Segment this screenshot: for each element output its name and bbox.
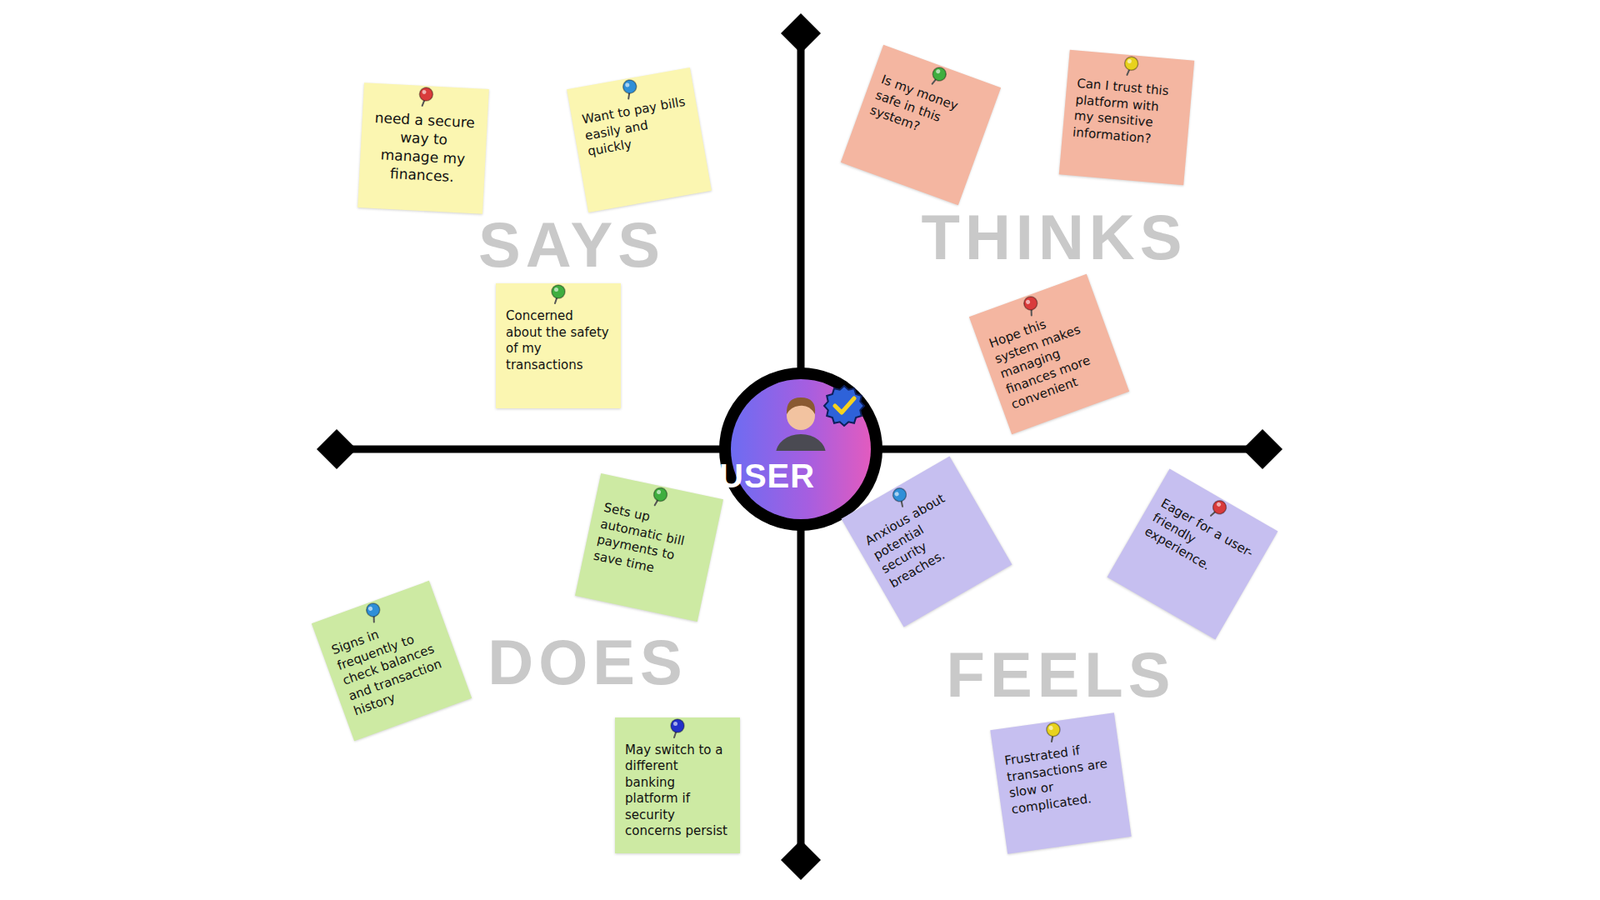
axis-end-diamond [316,429,357,470]
push-pin [415,85,436,110]
push-pin [618,76,642,104]
avatar-shoulders [775,434,826,451]
sticky-note: Can I trust this platform with my sensit… [1059,50,1195,186]
push-pin [667,717,688,741]
badge-check [835,398,855,413]
avatar-disc [730,379,871,520]
note-text: Want to pay bills easily and quickly [580,94,693,160]
quadrant-watermark: THINKS [921,205,1188,270]
user-avatar-art [719,367,883,531]
sticky-note: May switch to a different banking platfo… [615,717,740,854]
verified-badge [824,385,865,426]
sticky-note: need a secure way to manage my finances. [357,82,490,215]
push-pin [647,484,672,511]
quadrant-watermark: FEELS [946,643,1176,707]
sticky-note: Signs in frequently to check balances an… [311,580,472,741]
axis-end-diamond [1242,429,1283,470]
quadrant-watermark: SAYS [478,213,665,277]
note-text: Sets up automatic bill payments to save … [592,500,709,585]
axis-end-diamond [780,13,821,54]
user-label: USER [719,457,883,495]
push-pin [1042,720,1066,746]
avatar-hair [786,397,815,415]
sticky-note: Hope this system makes managing finances… [969,274,1130,435]
sticky-note: Is my money safe in this system? [840,45,1001,205]
sticky-note: Sets up automatic bill payments to save … [575,473,724,622]
quadrant-watermark: DOES [487,630,687,695]
note-text: Concerned about the safety of my transac… [505,308,611,374]
sticky-note: Concerned about the safety of my transac… [495,283,621,409]
axis-end-diamond [780,840,821,880]
sticky-note: Want to pay bills easily and quickly [566,67,712,213]
note-text: Anxious about potential security breache… [862,483,986,593]
sticky-note: Frustrated if transactions are slow or c… [990,712,1131,854]
note-text: Hope this system makes managing finances… [986,300,1114,414]
sticky-note: Eager for a user-friendly experience. [1107,469,1279,640]
user-circle: USER [719,367,883,531]
push-pin [360,598,388,628]
note-text: Is my money safe in this system? [867,71,983,154]
push-pin [1120,54,1142,80]
note-text: need a secure way to manage my finances. [369,108,478,188]
push-pin [548,283,569,307]
note-text: May switch to a different banking platfo… [625,742,730,840]
push-pin [1018,291,1045,321]
note-text: Can I trust this platform with my sensit… [1071,75,1182,150]
note-text: Signs in frequently to check balances an… [329,607,456,720]
note-text: Eager for a user-friendly experience. [1141,495,1257,591]
note-text: Frustrated if transactions are slow or c… [1003,739,1117,819]
